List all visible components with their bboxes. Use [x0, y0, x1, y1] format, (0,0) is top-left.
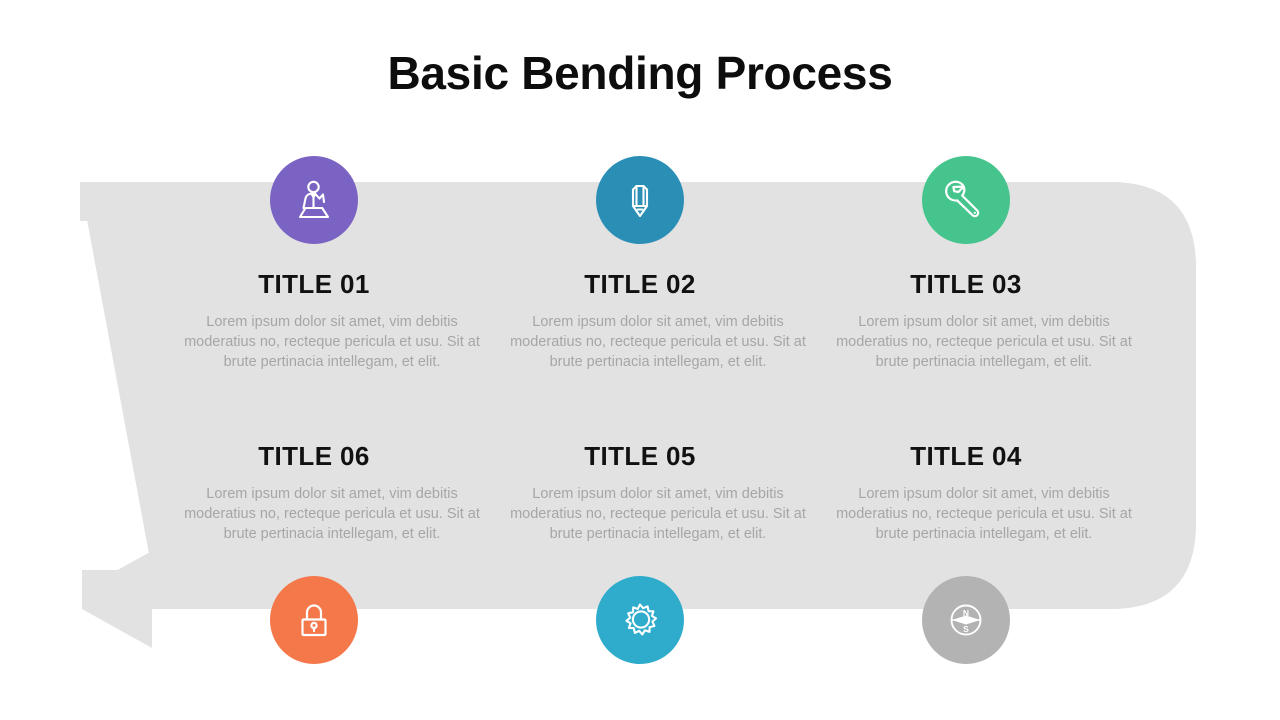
step-icon-circle-05[interactable]	[596, 576, 684, 664]
presenter-icon	[298, 180, 330, 219]
gear-icon	[625, 603, 658, 636]
step-icon-circle-03[interactable]	[922, 156, 1010, 244]
arrow-ribbon-path	[80, 182, 1196, 648]
step-title-02: TITLE 02	[584, 269, 696, 299]
step-title-01: TITLE 01	[258, 269, 370, 299]
padlock-icon	[301, 604, 327, 637]
page-title: Basic Bending Process	[387, 47, 893, 99]
arrow-tail-segment	[140, 570, 160, 609]
arrow-head-left	[82, 551, 152, 628]
svg-text:N: N	[963, 608, 969, 618]
step-title-04: TITLE 04	[910, 441, 1022, 471]
step-description-02: Lorem ipsum dolor sit amet, vim debitis …	[510, 314, 806, 370]
wrench-icon	[945, 180, 980, 218]
step-description-01: Lorem ipsum dolor sit amet, vim debitis …	[184, 314, 480, 370]
svg-text:S: S	[963, 624, 969, 634]
step-description-05: Lorem ipsum dolor sit amet, vim debitis …	[510, 486, 806, 542]
compass-icon: N S	[950, 604, 982, 636]
pencil-icon	[631, 184, 649, 218]
step-description-06: Lorem ipsum dolor sit amet, vim debitis …	[184, 486, 480, 542]
step-title-05: TITLE 05	[584, 441, 696, 471]
step-icon-circle-06[interactable]	[270, 576, 358, 664]
step-description-04: Lorem ipsum dolor sit amet, vim debitis …	[836, 486, 1132, 542]
step-icon-circle-02[interactable]	[596, 156, 684, 244]
step-title-03: TITLE 03	[910, 269, 1022, 299]
step-icon-circle-04[interactable]: N S	[922, 576, 1010, 664]
step-title-06: TITLE 06	[258, 441, 370, 471]
step-icon-circle-01[interactable]	[270, 156, 358, 244]
step-description-03: Lorem ipsum dolor sit amet, vim debitis …	[836, 314, 1132, 370]
